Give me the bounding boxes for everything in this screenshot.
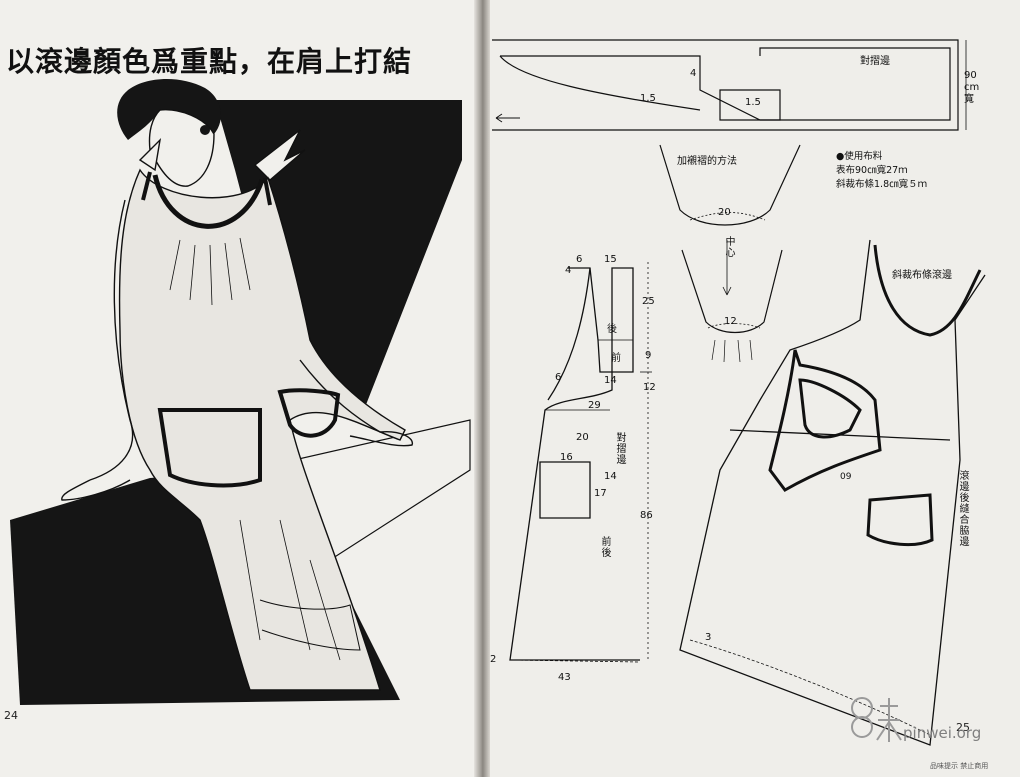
pattern-9: 9 — [645, 350, 652, 361]
fold-label: 對摺邊 — [860, 56, 890, 67]
bias-binding-label: 斜裁布條滾邊 — [892, 270, 952, 281]
pattern-15: 15 — [604, 254, 617, 265]
background-triangle-shape — [215, 100, 462, 420]
illustration-3: 3 — [705, 632, 712, 643]
watermark-footer: 品味提示 禁止商用 — [930, 762, 989, 770]
pattern-12: 12 — [643, 382, 656, 393]
gathering-diagram — [659, 144, 801, 363]
pattern-20: 20 — [576, 432, 589, 443]
pattern-17: 17 — [594, 488, 607, 499]
fabric-requirements: ●使用布料 表布90㎝寬27ｍ 斜裁布條1.8㎝寬５ｍ — [836, 150, 927, 192]
dimension-1-5a: 1.5 — [640, 93, 656, 104]
pinwei-logo — [851, 697, 902, 742]
flat-pattern-piece — [509, 262, 652, 663]
watermark-text: pinwei.org — [903, 724, 982, 742]
pattern-25: 25 — [642, 296, 655, 307]
pattern-16: 16 — [560, 452, 573, 463]
pattern-4: 4 — [565, 265, 572, 276]
page-title: 以滾邊顏色爲重點，在肩上打結 — [6, 45, 413, 78]
pattern-fold-edge: 對摺邊 — [614, 432, 625, 465]
fabric-line-2: 斜裁布條1.8㎝寬５ｍ — [836, 179, 928, 190]
page-number-left: 24 — [4, 709, 18, 722]
dimension-4: 4 — [690, 68, 697, 79]
center-label: 中心 — [723, 236, 734, 258]
pattern-6: 6 — [576, 254, 583, 265]
gathering-method-label: 加襯褶的方法 — [677, 156, 737, 167]
pattern-29: 29 — [588, 400, 601, 411]
fabric-width-value: 90 — [964, 70, 977, 81]
fabric-width-label: 90 cm 寬 — [964, 70, 979, 106]
pattern-front-back: 前後 — [599, 536, 610, 558]
fabric-width-word: 寬 — [964, 94, 974, 105]
illustration-09: 09 — [840, 472, 852, 482]
page-number-right: 25 — [956, 721, 970, 734]
gather-bottom-value: 12 — [724, 316, 737, 327]
fashion-illustration — [10, 78, 471, 705]
pattern-86: 86 — [640, 510, 653, 521]
seam-label: 滾邊後縫合脇邊 — [957, 470, 968, 547]
dimension-1-5b: 1.5 — [745, 97, 761, 108]
pattern-14a: 14 — [604, 375, 617, 386]
fabric-line-1: 表布90㎝寬27ｍ — [836, 165, 908, 176]
pattern-back: 後 — [607, 324, 617, 335]
pattern-2: 2 — [490, 654, 497, 665]
pattern-6b: 6 — [555, 372, 562, 383]
book-gutter — [474, 0, 490, 777]
pattern-front: 前 — [611, 353, 621, 364]
gather-top-value: 20 — [718, 207, 731, 218]
pattern-14b: 14 — [604, 471, 617, 482]
fabric-title: ●使用布料 — [836, 151, 883, 162]
pattern-43: 43 — [558, 672, 571, 683]
fabric-layout-diagram — [492, 39, 967, 131]
fabric-width-unit: cm — [964, 82, 980, 93]
